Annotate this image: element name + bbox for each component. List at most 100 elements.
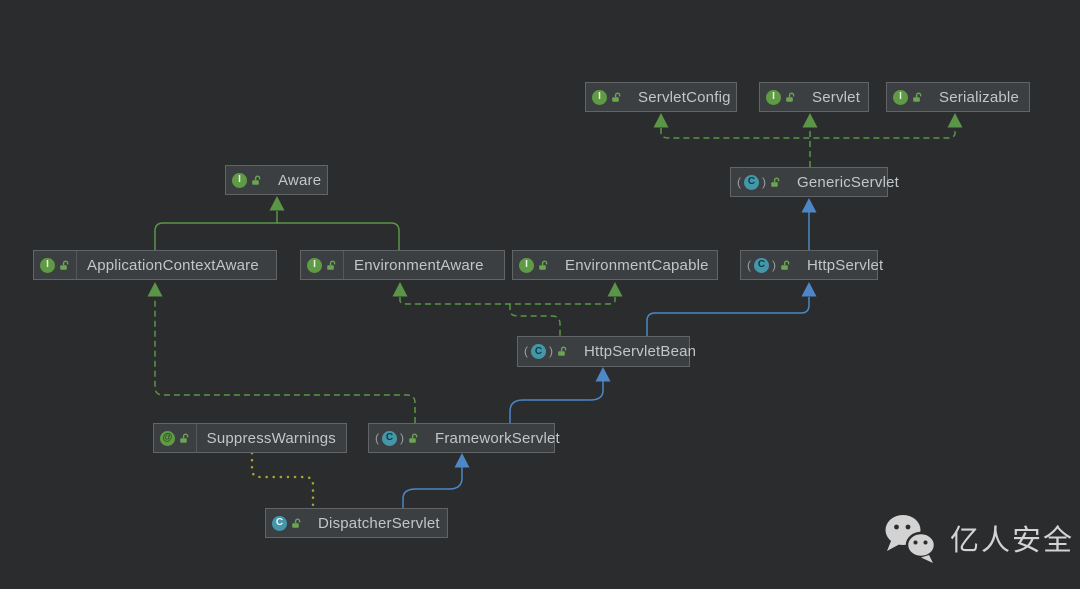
node-icons: C	[266, 509, 308, 537]
node-icons: I	[513, 251, 555, 279]
lock-icon	[780, 260, 791, 271]
abstract-class-icon: C	[754, 257, 769, 273]
class-node-label: HttpServletBean	[584, 343, 697, 360]
abstract-class-icon: C	[744, 174, 759, 190]
lock-icon	[611, 92, 622, 103]
class-node-Serializable[interactable]: I Serializable	[886, 82, 1030, 112]
arrowhead-httpservletbean-implements-span	[607, 282, 623, 297]
node-icons: (C)	[731, 168, 787, 196]
class-node-Aware[interactable]: I Aware	[225, 165, 328, 195]
interface-icon: I	[519, 257, 534, 273]
node-icons: @	[154, 424, 196, 452]
node-divider	[76, 251, 77, 279]
lock-icon	[770, 177, 781, 188]
class-node-label: EnvironmentCapable	[565, 256, 709, 274]
node-icons: I	[301, 251, 343, 279]
lock-icon	[408, 433, 419, 444]
class-node-label: EnvironmentAware	[354, 256, 484, 274]
abstract-paren: (	[375, 430, 379, 445]
node-icons: I	[760, 83, 802, 111]
edge-httpservletbean-implements-span	[399, 297, 616, 305]
node-divider	[196, 424, 197, 452]
arrowhead-genericservlet-implements-servletconfig-serializable	[653, 113, 669, 128]
node-icons: (C)	[741, 251, 797, 279]
edge-httpservletbean-extends-httpservlet	[646, 297, 810, 336]
wechat-icon	[885, 515, 937, 563]
interface-icon: I	[893, 89, 908, 105]
class-node-DispatcherServlet[interactable]: C DispatcherServlet	[265, 508, 448, 538]
arrowhead-httpservlet-extends-genericservlet	[801, 198, 817, 213]
class-node-label: Serializable	[939, 88, 1019, 106]
node-icons: I	[586, 83, 628, 111]
interface-icon: I	[307, 257, 322, 273]
abstract-paren: )	[549, 344, 553, 358]
arrowhead-frameworkservlet-implements-applicationcontextaware	[147, 282, 163, 297]
lock-icon	[179, 433, 190, 444]
class-node-EnvironmentAware[interactable]: I EnvironmentAware	[300, 250, 505, 280]
arrowhead-frameworkservlet-extends-httpservletbean	[595, 367, 611, 382]
arrowhead-httpservletbean-extends-httpservlet	[801, 282, 817, 297]
edge-dispatcherservlet-annotated-suppresswarnings	[250, 451, 315, 507]
arrowhead-genericservlet-implements-servlet-trunk	[802, 113, 818, 128]
abstract-class-icon: C	[531, 344, 546, 359]
edge-frameworkservlet-implements-applicationcontextaware	[154, 297, 416, 423]
class-node-Servlet[interactable]: I Servlet	[759, 82, 869, 112]
lock-icon	[251, 175, 262, 186]
edge-genericservlet-implements-servletconfig-serializable	[660, 128, 956, 139]
class-node-label: SuppressWarnings	[206, 429, 336, 447]
node-icons: I	[34, 251, 76, 279]
node-icons: (C)	[518, 337, 574, 366]
class-node-label: GenericServlet	[797, 173, 900, 191]
class-node-label: DispatcherServlet	[318, 514, 440, 532]
class-node-HttpServlet[interactable]: (C) HttpServlet	[740, 250, 883, 280]
lock-icon	[786, 92, 795, 102]
node-divider	[343, 251, 344, 279]
class-node-EnvironmentCapable[interactable]: I EnvironmentCapable	[512, 250, 718, 280]
lock-icon	[59, 260, 70, 271]
watermark: 亿人安全	[882, 512, 1074, 564]
lock-icon	[327, 260, 336, 270]
interface-icon: I	[592, 89, 607, 105]
lock-icon	[771, 177, 780, 187]
abstract-class-icon: C	[382, 430, 397, 446]
arrowhead-dispatcherservlet-extends-frameworkservlet	[454, 453, 470, 468]
lock-icon	[538, 260, 549, 271]
watermark-text: 亿人安全	[950, 525, 1075, 557]
class-node-ServletConfig[interactable]: I ServletConfig	[585, 82, 737, 112]
lock-icon	[326, 260, 337, 271]
class-node-GenericServlet[interactable]: (C) GenericServlet	[730, 167, 899, 197]
class-node-label: Servlet	[812, 88, 861, 106]
lock-icon	[291, 518, 302, 529]
edge-dispatcherservlet-extends-frameworkservlet	[402, 467, 463, 508]
class-node-HttpServletBean[interactable]: (C) HttpServletBean	[517, 336, 696, 367]
annotation-icon: @	[160, 430, 175, 446]
edge-frameworkservlet-extends-httpservletbean	[509, 381, 604, 423]
class-node-SuppressWarnings[interactable]: @ SuppressWarnings	[153, 423, 347, 453]
class-node-label: ServletConfig	[638, 88, 731, 106]
node-icons: (C)	[369, 424, 425, 452]
class-node-label: ApplicationContextAware	[87, 256, 259, 274]
class-node-ApplicationContextAware[interactable]: I ApplicationContextAware	[33, 250, 277, 280]
edge-httpservletbean-implements-drop	[509, 304, 561, 336]
lock-icon	[180, 433, 189, 443]
abstract-paren: )	[772, 257, 776, 272]
class-node-label: FrameworkServlet	[435, 429, 560, 447]
class-node-label: HttpServlet	[807, 256, 884, 274]
lock-icon	[292, 518, 301, 528]
lock-icon	[252, 175, 261, 185]
lock-icon	[912, 92, 923, 103]
lock-icon	[612, 92, 621, 102]
interface-icon: I	[232, 172, 247, 188]
node-icons: I	[887, 83, 929, 111]
lock-icon	[558, 346, 567, 356]
lock-icon	[781, 260, 790, 270]
class-node-label: Aware	[278, 171, 322, 189]
interface-icon: I	[40, 257, 55, 273]
interface-icon: I	[766, 89, 781, 105]
abstract-paren: )	[762, 174, 766, 189]
class-node-FrameworkServlet[interactable]: (C) FrameworkServlet	[368, 423, 560, 453]
lock-icon	[785, 92, 796, 103]
abstract-paren: (	[747, 257, 751, 272]
